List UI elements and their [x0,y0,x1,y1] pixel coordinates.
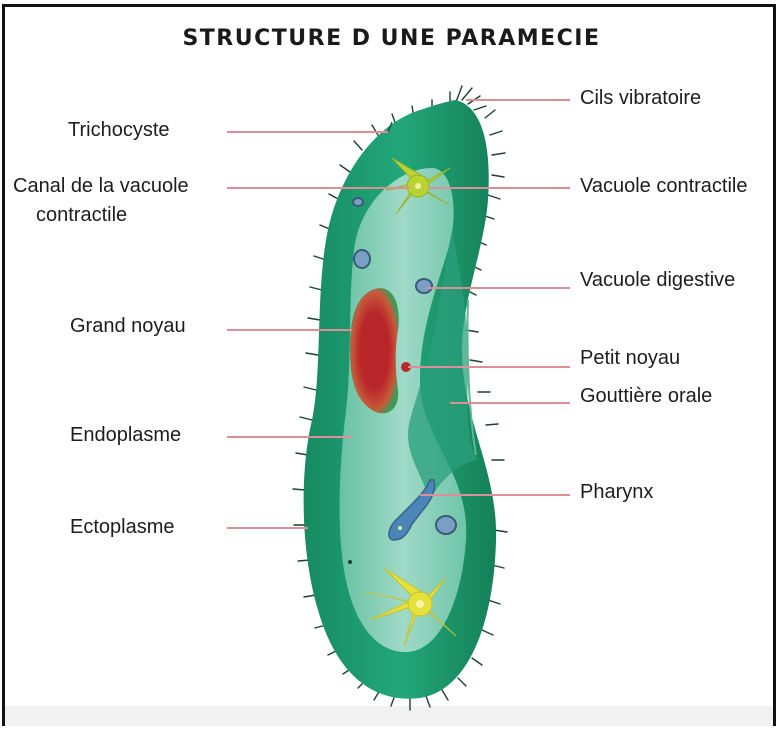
label-ectoplasme: Ectoplasme [70,515,175,539]
label-cils: Cils vibratoire [580,86,701,110]
label-vacuole-digestive: Vacuole digestive [580,268,735,292]
label-grand-noyau: Grand noyau [70,314,186,338]
label-canal-line2: contractile [36,203,127,227]
label-gouttiere: Gouttière orale [580,384,712,408]
label-vacuole-contractile: Vacuole contractile [580,174,748,198]
label-trichocyste: Trichocyste [68,118,170,142]
label-endoplasme: Endoplasme [70,423,181,447]
label-canal-line1: Canal de la vacuole [13,174,189,198]
label-petit-noyau: Petit noyau [580,346,680,370]
granule [398,526,402,530]
granule [348,560,352,564]
label-pharynx: Pharynx [580,480,653,504]
